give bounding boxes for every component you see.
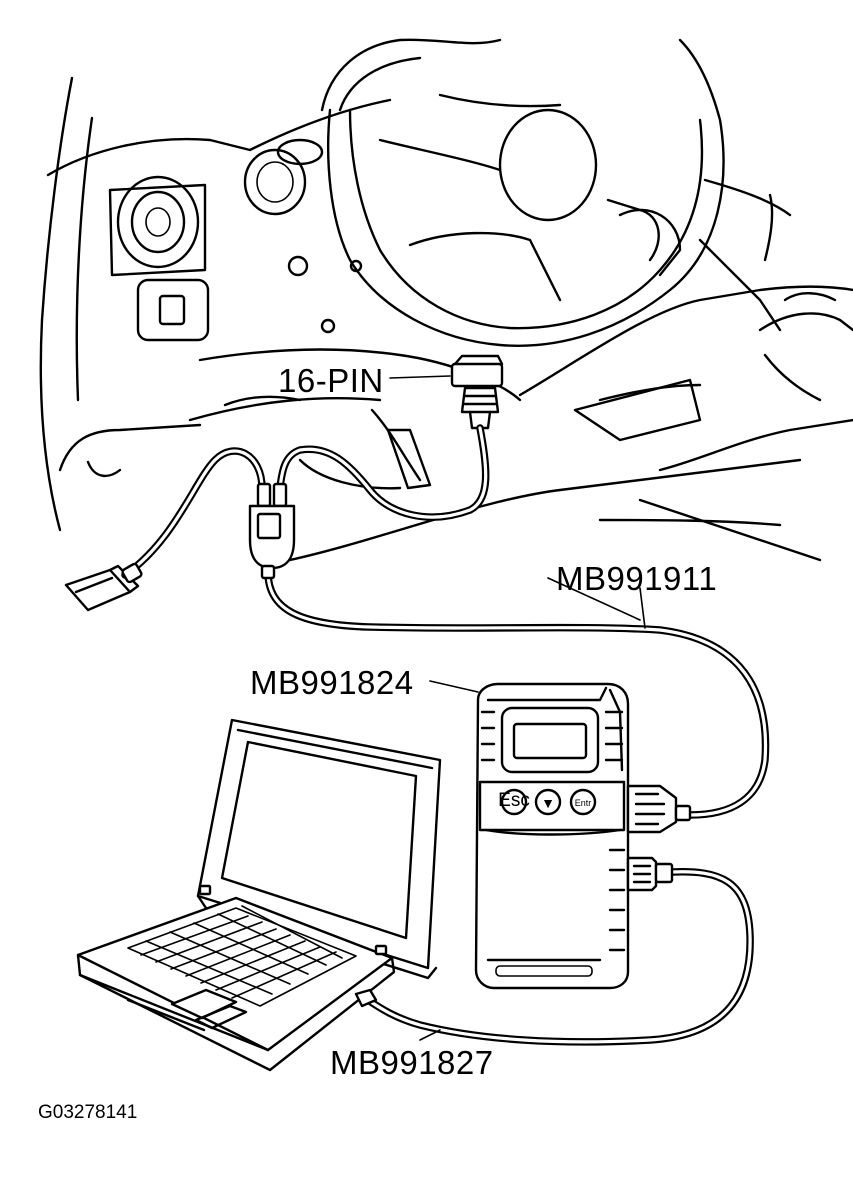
mb991824-unit — [474, 682, 630, 990]
cables — [121, 424, 770, 1046]
vehicle-16pin-connector — [450, 354, 504, 430]
label-16-pin: 16-PIN — [278, 362, 384, 399]
y-split-connector — [248, 482, 296, 580]
laptop-computer — [76, 718, 442, 1072]
svg-text:Esc: Esc — [498, 790, 530, 811]
figure-id: G03278141 — [38, 1102, 137, 1123]
svg-text:Entr: Entr — [575, 798, 592, 808]
leader-lines — [389, 375, 646, 1041]
unit-dsub-connector — [626, 784, 692, 834]
air-vent-center — [243, 138, 324, 216]
steering-wheel — [320, 38, 725, 347]
unit-down-button: ▼ — [534, 788, 562, 816]
unit-usb-connector — [626, 856, 674, 892]
unit-enter-button: Entr — [569, 788, 597, 816]
svg-text:▼: ▼ — [541, 795, 555, 811]
air-vent-left — [108, 175, 207, 277]
cable-end-plug — [64, 562, 143, 612]
label-mb991911: MB991911 — [556, 560, 717, 597]
mirror-switch — [136, 278, 210, 342]
label-mb991824: MB991824 — [250, 664, 414, 701]
dashboard-illustration — [39, 76, 853, 562]
label-mb991827: MB991827 — [330, 1044, 494, 1081]
unit-esc-button: Esc — [498, 788, 530, 816]
